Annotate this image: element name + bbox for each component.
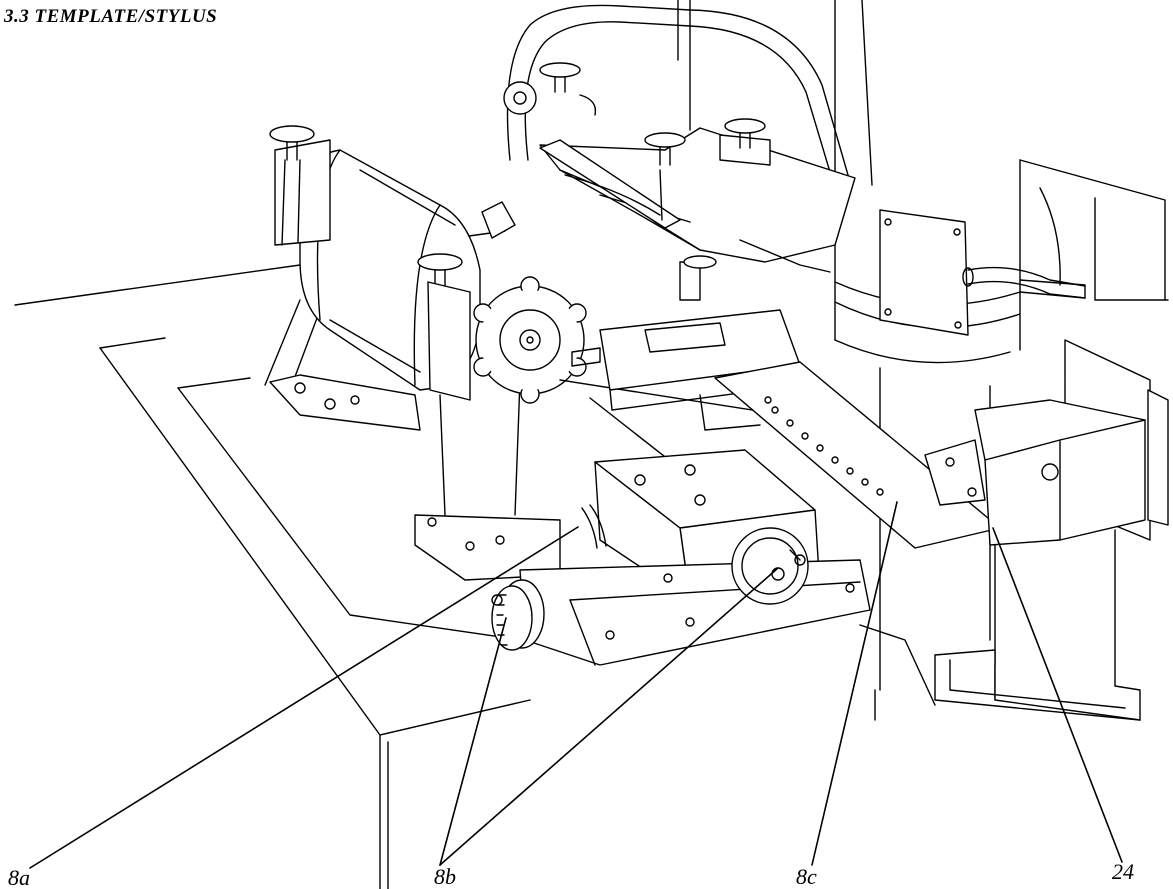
arm-knob-2 [644, 132, 686, 148]
upper-stylus-arm [503, 0, 856, 273]
drum-clamp-left [274, 139, 331, 246]
handwheel [473, 276, 587, 404]
lock-lever [589, 504, 607, 547]
callout-label-8a: 8a [8, 865, 30, 889]
leader-line-24 [992, 527, 1123, 863]
arm-clamp-block [719, 134, 771, 166]
arm-knob-wheel [503, 81, 537, 115]
drum-tab [481, 201, 516, 239]
leader-line-8b-left [439, 617, 507, 866]
leader-line-8a [29, 526, 579, 869]
drive-motor-box [924, 339, 1169, 546]
slide-knob [683, 255, 717, 269]
workhead-base-plate [269, 374, 421, 431]
arm-knob-3 [724, 118, 766, 134]
callout-leader-lines [29, 501, 1123, 869]
junction-box [879, 209, 1086, 336]
lower-slide-body [519, 559, 871, 666]
callout-label-8b: 8b [434, 864, 456, 889]
drum-knob-right [417, 253, 463, 271]
drum-knob-left [269, 125, 315, 143]
leader-line-8c [811, 501, 898, 866]
cross-feed-dial [731, 527, 809, 605]
leader-line-8b-right [439, 567, 779, 866]
callout-label-8c: 8c [796, 864, 817, 889]
workhead-drum [264, 125, 516, 431]
arm-body [539, 127, 856, 263]
motor-stand [934, 529, 1141, 721]
callout-label-24: 24 [1112, 859, 1134, 884]
section-heading: 3.3 TEMPLATE/STYLUS [4, 6, 218, 27]
machine-column [834, 0, 1169, 691]
handwheel-stand [414, 281, 561, 581]
arm-knob-1 [539, 62, 581, 78]
